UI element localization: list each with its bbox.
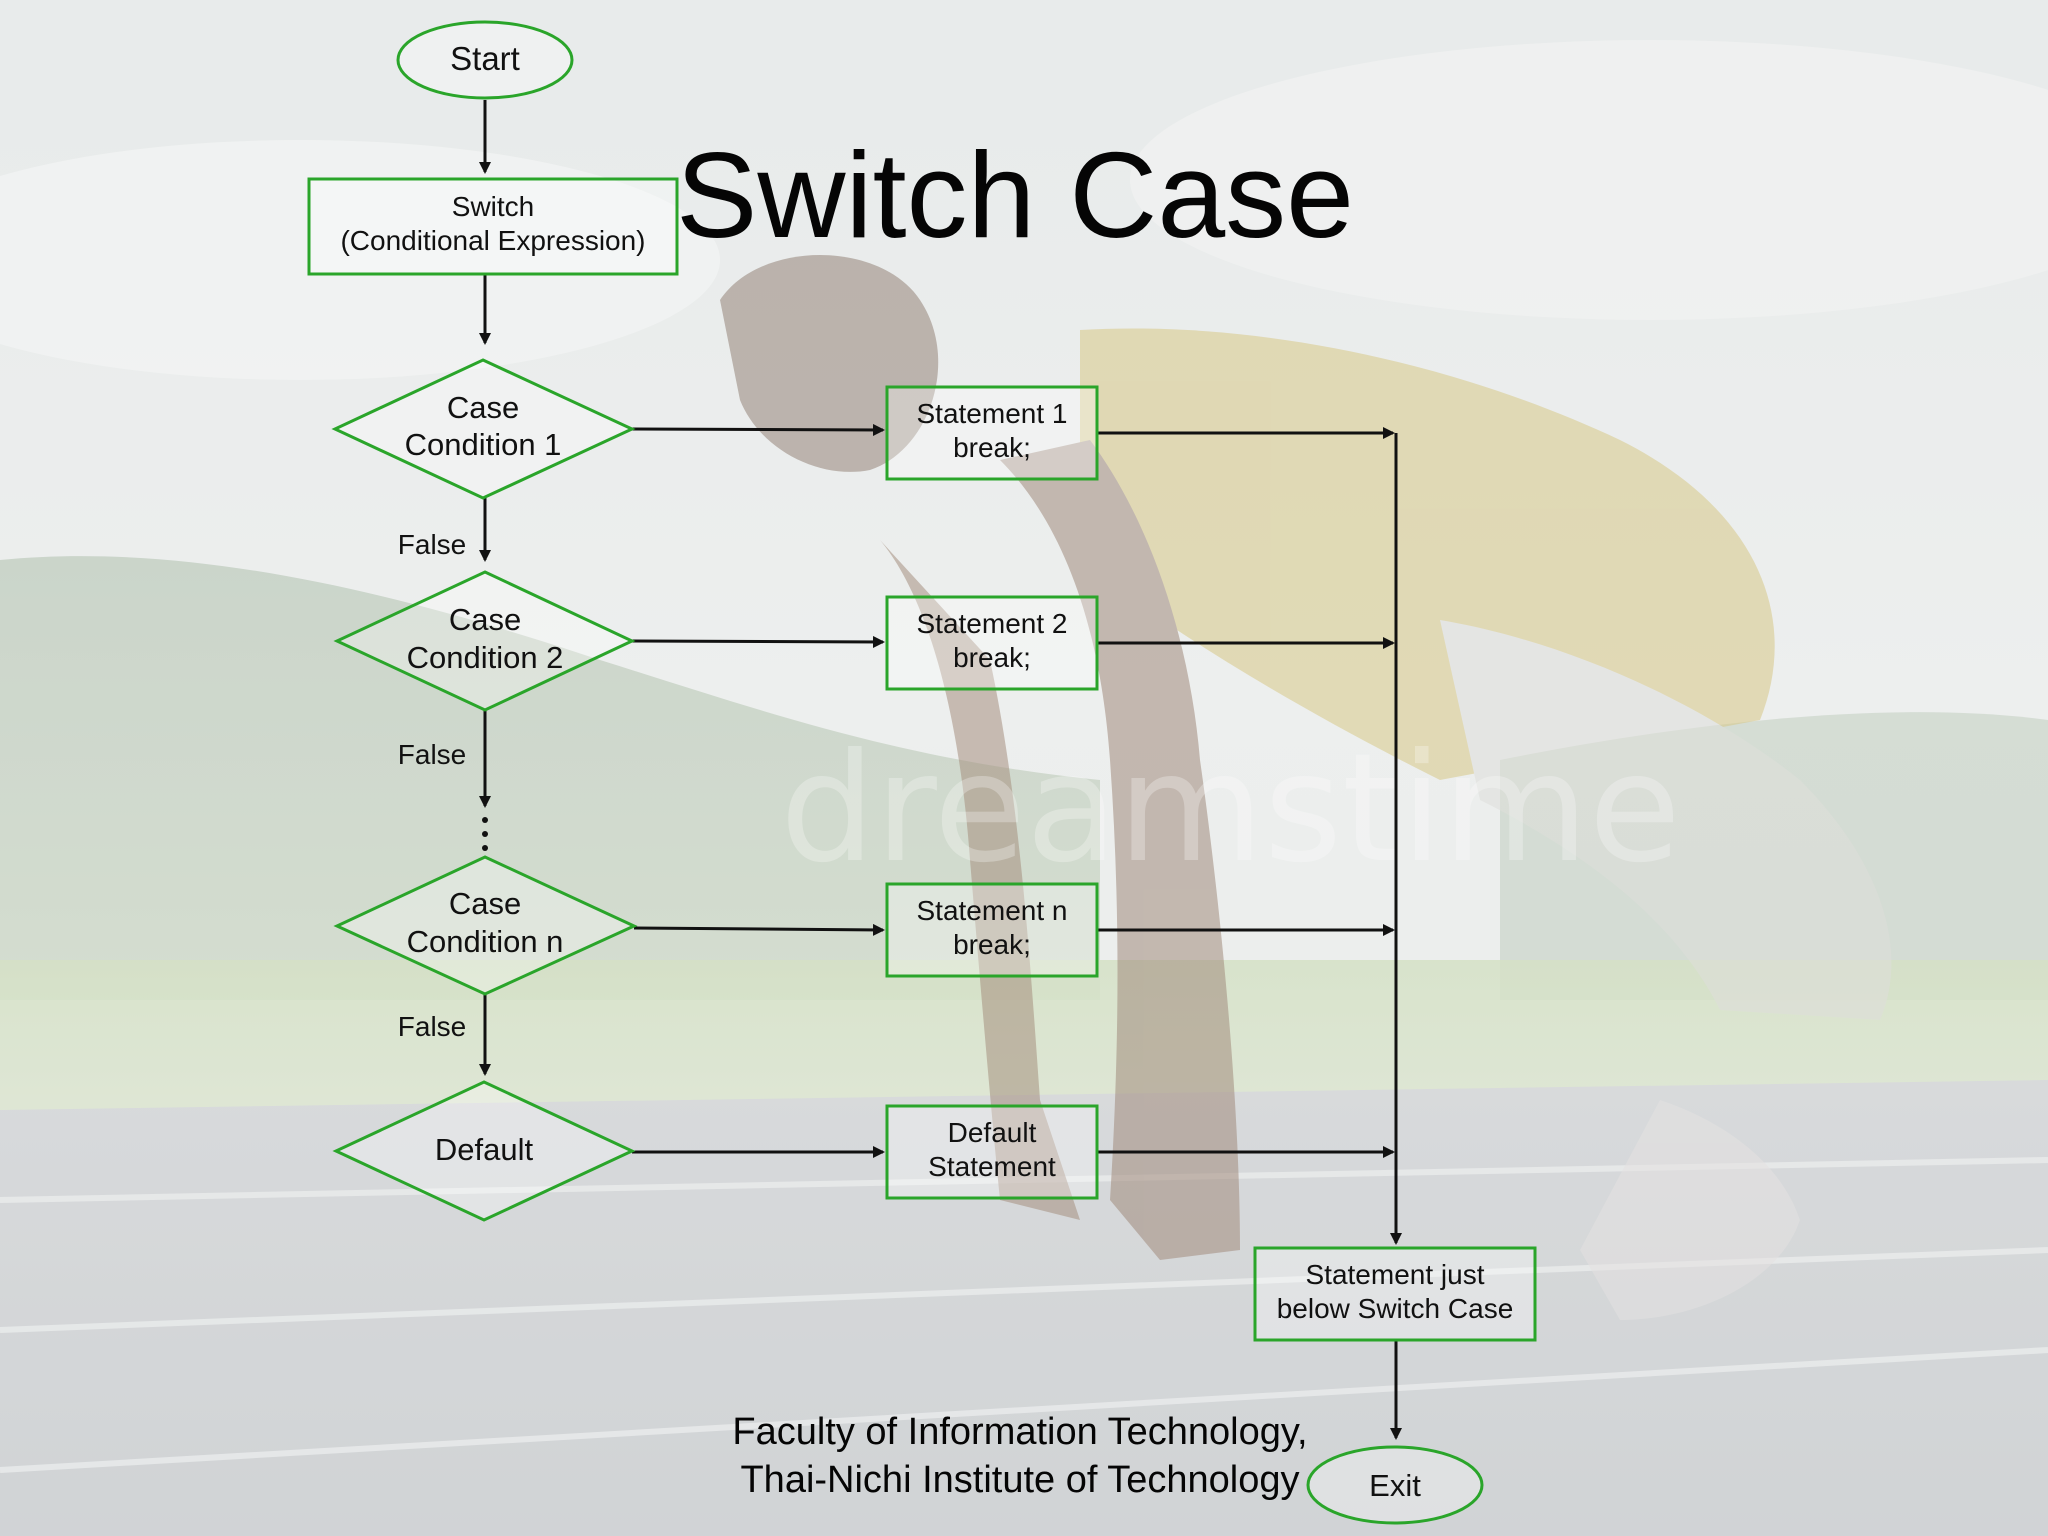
statementn-line2: break; [953,929,1031,960]
start-node [396,20,574,100]
statement2-box [885,595,1099,691]
case1-label-line1: Case [447,390,519,425]
statement2-line1: Statement 2 [917,608,1068,639]
default-statement-box [885,1104,1099,1200]
switch-label-line2: (Conditional Expression) [340,225,645,256]
watermark: dreamstime [780,722,1681,896]
statement2-line2: break; [953,642,1031,673]
default-decision-label: Default [435,1132,534,1167]
statementn-box [885,882,1099,978]
casen-decision [333,855,638,996]
after-switch-box [1253,1246,1537,1342]
exit-node [1306,1445,1484,1525]
case2-label-line1: Case [449,602,521,637]
start-label: Start [450,40,520,77]
false-label-3: False [398,1011,466,1042]
connectors [479,100,1402,1440]
default-statement-line2: Statement [928,1151,1056,1182]
arrow-case1-to-stmt1 [631,423,885,436]
casen-label-line1: Case [449,886,521,921]
switch-box [307,177,679,276]
footer-line-2: Thai-Nichi Institute of Technology [740,1459,1300,1501]
default-statement-line1: Default [948,1117,1037,1148]
footer-line-1: Faculty of Information Technology, [732,1411,1308,1453]
after-switch-line2: below Switch Case [1277,1293,1514,1324]
switch-label-line1: Switch [452,191,534,222]
case2-label-line2: Condition 2 [407,640,564,675]
slide-title: Switch Case [676,127,1355,263]
after-switch-line1: Statement just [1306,1259,1485,1290]
case1-label-line2: Condition 1 [405,427,562,462]
case2-decision [333,570,636,712]
ellipsis-dots [482,817,488,851]
statement1-line1: Statement 1 [917,398,1068,429]
false-label-2: False [398,739,466,770]
slide-footer: Faculty of Information Technology, Thai-… [640,1408,1400,1504]
statement1-line2: break; [953,432,1031,463]
default-decision [332,1080,636,1222]
case1-decision [331,358,636,500]
statementn-line1: Statement n [917,895,1068,926]
statement1-box [885,385,1099,481]
exit-label: Exit [1369,1468,1421,1503]
false-label-1: False [398,529,466,560]
arrow-case2-to-stmt2 [631,635,885,648]
arrow-casen-to-stmtn [633,923,885,936]
casen-label-line2: Condition n [407,924,564,959]
